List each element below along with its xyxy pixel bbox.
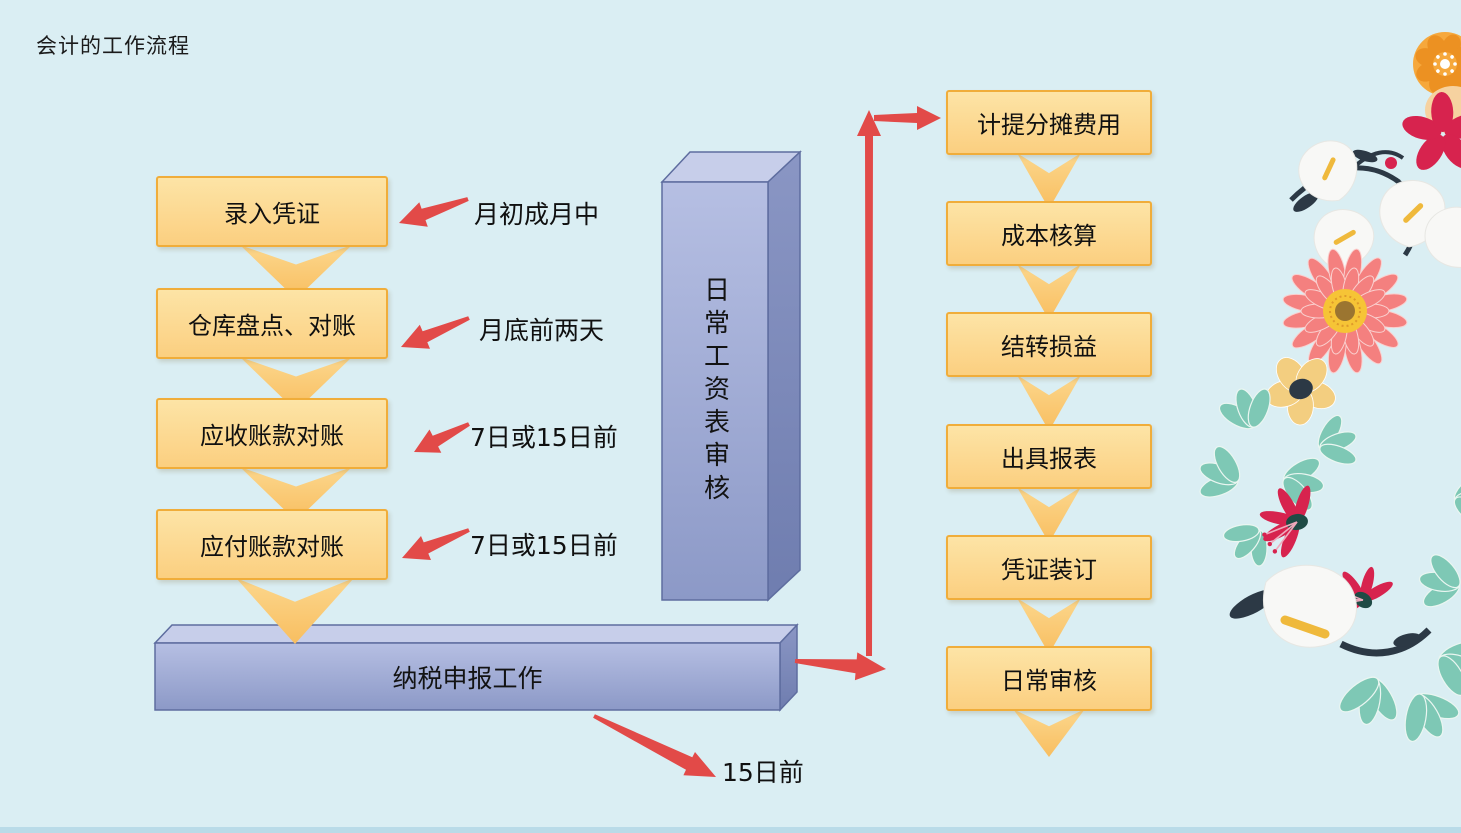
flow-node-reports: 出具报表: [946, 424, 1152, 489]
node-label: 应付账款对账: [200, 533, 344, 561]
flow-node-entry-voucher: 录入凭证: [156, 176, 388, 247]
flow-node-payables: 应付账款对账: [156, 509, 388, 580]
down-arrow-connector: [1017, 375, 1081, 431]
page-title: 会计的工作流程: [36, 34, 190, 58]
annotation-receivables: 7日或15日前: [470, 423, 618, 452]
flow-node-warehouse-check: 仓库盘点、对账: [156, 288, 388, 359]
teal-leaf-cluster: [1218, 388, 1271, 430]
node-label: 录入凭证: [224, 200, 320, 228]
flow-node-costing: 成本核算: [946, 201, 1152, 266]
fuchsia-flower: [1259, 485, 1311, 558]
teal-leaf-cluster: [1437, 641, 1461, 696]
teal-leaf-cluster: [1453, 473, 1461, 527]
flow-node-profit-loss: 结转损益: [946, 312, 1152, 377]
node-label: 仓库盘点、对账: [188, 312, 356, 340]
annotation-entry-voucher: 月初成月中: [474, 200, 600, 229]
calla-lily: [1298, 140, 1358, 202]
teal-leaf-cluster: [1222, 524, 1268, 567]
flow-node-accrual: 计提分摊费用: [946, 90, 1152, 155]
down-arrow-connector: [236, 578, 354, 644]
annotation-warehouse-check: 月底前两天: [479, 316, 605, 345]
calla-lily-large: [1229, 564, 1432, 657]
flow-node-daily-review: 日常审核: [946, 646, 1152, 711]
teal-leaf-cluster: [1199, 445, 1241, 498]
teal-leaf-cluster: [1418, 554, 1461, 608]
annotation-payables: 7日或15日前: [470, 531, 618, 560]
node-label: 日常审核: [1001, 667, 1097, 695]
flow-node-receivables: 应收账款对账: [156, 398, 388, 469]
decorative-flowers: [1199, 32, 1461, 743]
node-label: 结转损益: [1001, 333, 1097, 361]
salary-pillar-label: 日常工资表审核: [699, 275, 730, 507]
yellow-flower: [1265, 357, 1336, 426]
node-label: 出具报表: [1001, 445, 1097, 473]
calla-lily: [1424, 206, 1461, 268]
flow-node-voucher-binding: 凭证装订: [946, 535, 1152, 600]
tax-bar-label: 纳税申报工作: [392, 663, 543, 693]
annotation-tax-deadline: 15日前: [722, 758, 804, 787]
teal-leaf-cluster: [1317, 414, 1357, 465]
bottom-edge-strip: [0, 827, 1461, 833]
node-label: 计提分摊费用: [977, 111, 1121, 139]
crimson-flower: [1402, 92, 1461, 170]
node-label: 应收账款对账: [200, 422, 344, 450]
teal-leaf-cluster: [1339, 676, 1398, 726]
node-label: 凭证装订: [1001, 556, 1097, 584]
node-label: 成本核算: [1001, 222, 1097, 250]
teal-sprigs: [1199, 388, 1461, 743]
down-arrow-connector: [1013, 709, 1085, 757]
teal-leaf-cluster: [1404, 693, 1460, 743]
